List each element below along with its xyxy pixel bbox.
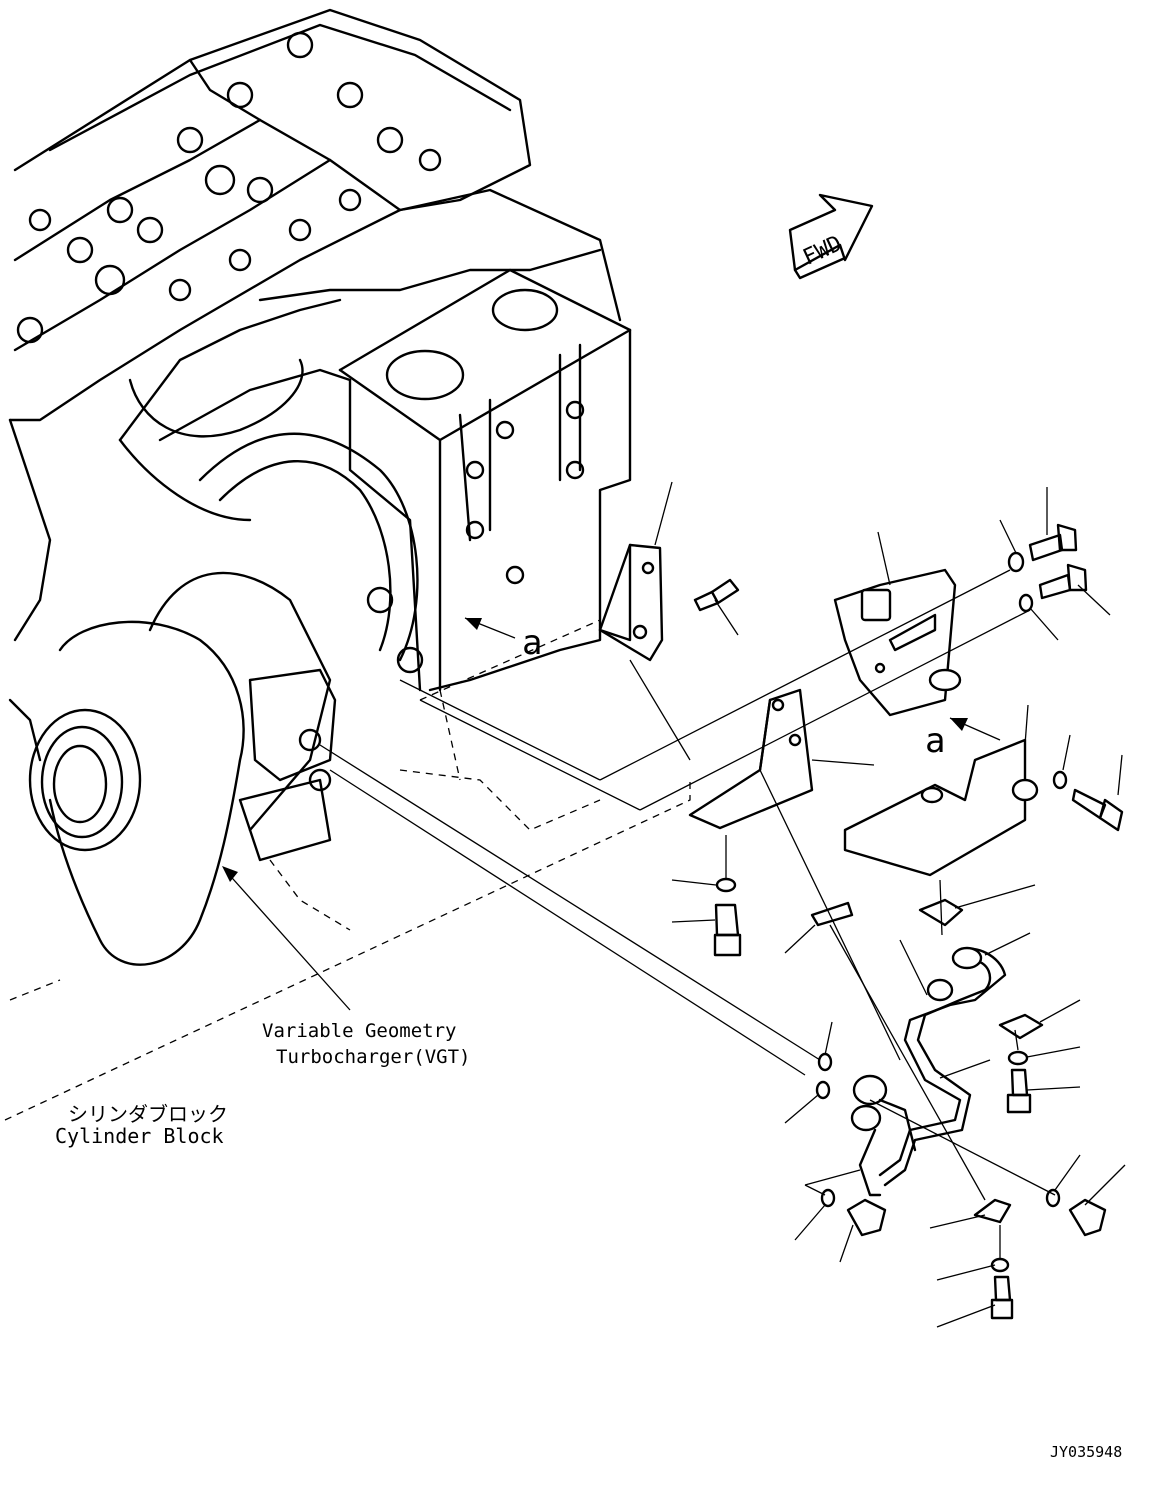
callout-arrows [222,866,351,1011]
washers [715,551,1068,1273]
vgt-label-line1: Variable Geometry [262,1020,457,1042]
cylinder-block-label-en: Cylinder Block [55,1124,224,1148]
engine-rear-block [158,268,632,692]
assembly-lines [319,569,1056,1260]
turbocharger-vgt [8,358,337,966]
view-marker-right: a [925,721,945,761]
view-arrow-left: a [464,617,542,663]
bracket-middle [688,688,814,830]
view-marker-left: a [522,623,542,663]
block-outline [4,619,691,1121]
view-arrow-right: a [925,717,1001,761]
leader-lines [654,481,1126,1328]
bracket-lower [843,738,1039,877]
bolts-vertical [713,903,1032,1320]
bolts-right [846,523,1124,1237]
fwd-label: FWD [799,231,846,270]
bracket-upper [833,568,962,717]
oil-pipe-assembly [850,946,1007,1197]
spacer-block [598,543,664,662]
head-bolt-holes [16,31,442,344]
fwd-arrow: FWD [788,193,874,280]
bolt-upper-left [693,578,740,612]
vgt-label-line2: Turbocharger(VGT) [276,1046,471,1068]
cylinder-head [8,8,622,442]
cylinder-block-label-jp: シリンダブロック [68,1102,228,1126]
drawing-id: JY035948 [1050,1443,1123,1461]
